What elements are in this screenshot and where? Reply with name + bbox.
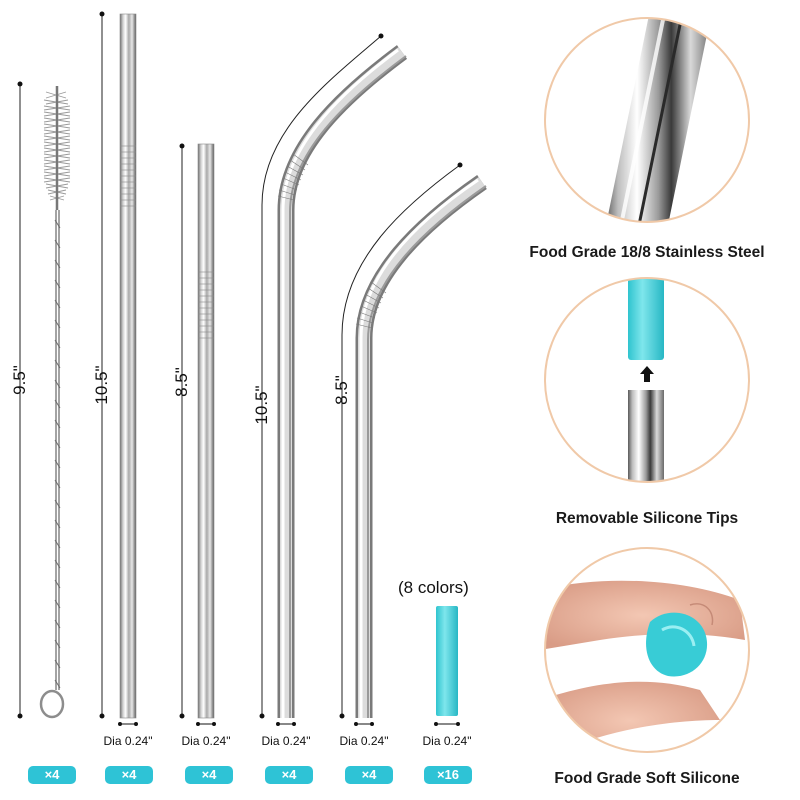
- steel-closeup-circle: [544, 17, 750, 223]
- soft-silicone-circle: [544, 547, 750, 753]
- feature-caption-silicone: Food Grade Soft Silicone: [554, 770, 740, 787]
- brush-loop-handle: [39, 689, 65, 719]
- straw-4-length-label: 8.5": [332, 375, 351, 405]
- cleaning-brush: [17, 81, 71, 719]
- straw-3-quantity-badge: ×4: [265, 766, 313, 784]
- straw-2-diameter-label: Dia 0.24": [181, 734, 231, 748]
- straw-1-length-label: 10.5": [92, 365, 111, 405]
- bent-straw-short: [339, 162, 487, 726]
- straw-2-quantity-badge: ×4: [185, 766, 233, 784]
- feature-caption-tips: Removable Silicone Tips: [555, 510, 739, 527]
- straw-3-diameter-label: Dia 0.24": [261, 734, 311, 748]
- straw-1-diameter-label: Dia 0.24": [103, 734, 153, 748]
- silicone-colors-note: (8 colors): [398, 578, 469, 597]
- arrow-up-icon: [640, 366, 654, 382]
- straw-4-diameter-label: Dia 0.24": [339, 734, 389, 748]
- straw-3-length-label: 10.5": [252, 385, 271, 425]
- feature-caption-steel: Food Grade 18/8 Stainless Steel: [529, 244, 765, 261]
- straw-2-length-label: 8.5": [172, 367, 191, 397]
- straw-1-quantity-badge: ×4: [105, 766, 153, 784]
- straight-straw-long: [99, 11, 138, 726]
- straight-straw-short: [179, 143, 216, 726]
- brush-length-label: 9.5": [10, 365, 29, 395]
- straw-4-quantity-badge: ×4: [345, 766, 393, 784]
- bent-straw-long: [259, 33, 408, 726]
- silicone-tip-removal-circle: [544, 277, 750, 483]
- silicone-tip-diameter-label: Dia 0.24": [422, 734, 472, 748]
- silicone-tip: [434, 606, 460, 726]
- brush-quantity-badge: ×4: [28, 766, 76, 784]
- silicone-tip-quantity-badge: ×16: [424, 766, 472, 784]
